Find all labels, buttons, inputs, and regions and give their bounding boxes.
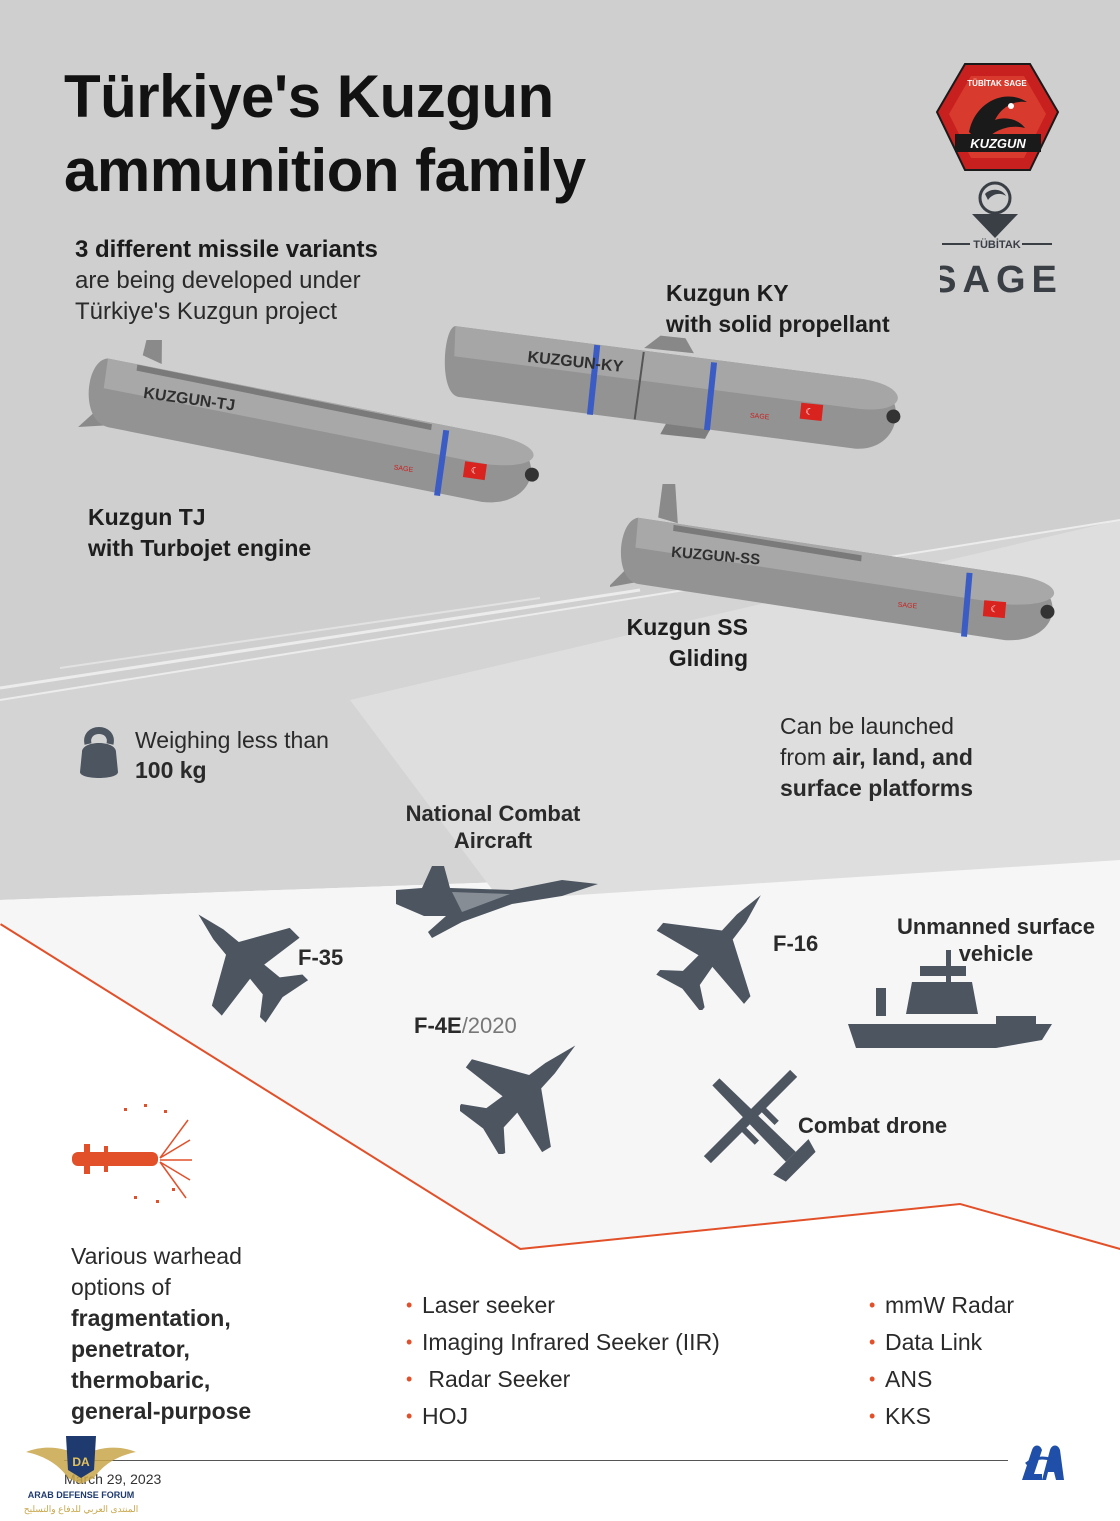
list-item: Data Link (869, 1324, 1014, 1361)
svg-text:SAGE: SAGE (393, 464, 414, 474)
f-16-icon (656, 895, 761, 1010)
kettlebell-icon (80, 727, 118, 778)
f-35-icon (198, 914, 308, 1023)
fragmentation-icon (72, 1104, 192, 1203)
footer-rule (64, 1460, 1008, 1461)
svg-text:TÜBİTAK: TÜBİTAK (973, 238, 1021, 251)
svg-text:ARAB DEFENSE FORUM: ARAB DEFENSE FORUM (28, 1490, 135, 1500)
list-item: KKS (869, 1398, 1014, 1435)
watermark-logo: DA ARAB DEFENSE FORUM المنتدى العربي للد… (24, 1436, 138, 1515)
list-item: Imaging Infrared Seeker (IIR) (406, 1324, 720, 1361)
seeker-list-left: Laser seeker Imaging Infrared Seeker (II… (406, 1287, 720, 1435)
f-4e-label: F-4E/2020 (414, 1013, 517, 1038)
list-item: HOJ (406, 1398, 720, 1435)
list-item: Laser seeker (406, 1287, 720, 1324)
aa-logo-icon (1022, 1445, 1064, 1480)
missile-kuzgun-tj: ☾ SAGE KUZGUN-TJ (78, 340, 539, 503)
svg-text:TÜBİTAK SAGE: TÜBİTAK SAGE (967, 79, 1027, 88)
list-item: mmW Radar (869, 1287, 1014, 1324)
svg-text:DA: DA (72, 1455, 90, 1469)
svg-text:☾: ☾ (805, 406, 814, 417)
svg-text:SAGE: SAGE (897, 602, 917, 611)
f-35-label: F-35 (298, 945, 344, 970)
seeker-list-right: mmW Radar Data Link ANS KKS (869, 1287, 1014, 1435)
list-item: Radar Seeker (406, 1361, 720, 1398)
list-item: ANS (869, 1361, 1014, 1398)
intro-text: 3 different missile variants are being d… (75, 236, 378, 325)
national-combat-aircraft-icon (396, 866, 598, 938)
tubitak-sage-logo: TÜBİTAK SAGE (940, 181, 1060, 300)
kuzgun-badge-logo: TÜBİTAK SAGE KUZGUN (935, 63, 1060, 171)
variant-ky-label: Kuzgun KY with solid propellant (666, 280, 890, 337)
variant-tj-label: Kuzgun TJ with Turbojet engine (88, 504, 312, 561)
variant-ss-label: Kuzgun SS Gliding (626, 614, 748, 671)
f-4e-icon (460, 1045, 576, 1154)
f-16-label: F-16 (773, 931, 819, 956)
svg-text:☾: ☾ (990, 604, 999, 615)
page-title: Türkiye's Kuzgun ammunition family (64, 63, 586, 204)
weight-text: Weighing less than 100 kg (135, 727, 329, 783)
svg-text:☾: ☾ (470, 465, 479, 476)
missile-kuzgun-ky: ☾ SAGE KUZGUN-KY (444, 326, 901, 449)
nca-label: National Combat Aircraft (405, 801, 581, 853)
svg-text:KUZGUN: KUZGUN (970, 136, 1026, 151)
launch-text: Can be launched from air, land, and surf… (780, 713, 974, 801)
svg-text:SAGE: SAGE (750, 412, 770, 421)
usv-label: Unmanned surface vehicle (896, 914, 1096, 966)
svg-text:SAGE: SAGE (940, 259, 1060, 300)
svg-text:المنتدى العربي للدفاع والتسليح: المنتدى العربي للدفاع والتسليح (24, 1504, 138, 1515)
unmanned-surface-vehicle-icon (848, 950, 1052, 1048)
missile-kuzgun-ss: ☾ SAGE KUZGUN-SS (610, 484, 1055, 641)
combat-drone-label: Combat drone (798, 1113, 948, 1138)
warhead-text: Various warhead options of fragmentation… (71, 1243, 252, 1424)
combat-drone-icon (703, 1069, 816, 1182)
